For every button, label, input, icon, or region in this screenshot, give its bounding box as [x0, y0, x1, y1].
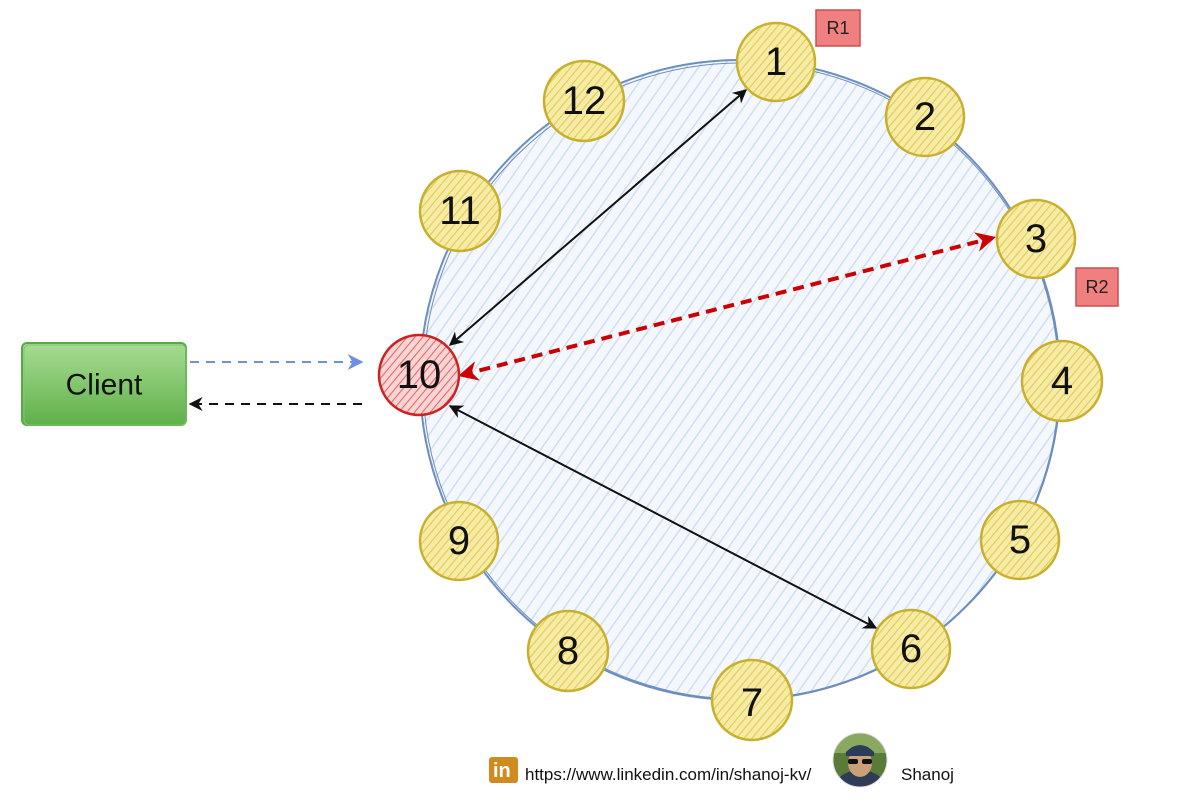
- avatar: [832, 732, 888, 788]
- replica-badge-r2: R2: [1075, 267, 1119, 307]
- footer: in https://www.linkedin.com/in/shanoj-kv…: [489, 732, 954, 788]
- linkedin-icon[interactable]: in: [489, 757, 518, 783]
- node-label: 10: [397, 353, 442, 397]
- node-label: 5: [1009, 518, 1031, 562]
- author-name: Shanoj: [901, 765, 954, 784]
- node-label: 4: [1051, 359, 1073, 403]
- ring-node-11[interactable]: 11: [418, 169, 502, 253]
- linkedin-badge-text: in: [493, 760, 511, 782]
- ring-node-8[interactable]: 8: [526, 609, 610, 693]
- node-label: 3: [1025, 217, 1047, 261]
- ring-node-6[interactable]: 6: [870, 608, 952, 690]
- node-label: 7: [741, 681, 763, 725]
- node-label: 12: [562, 79, 607, 123]
- node-label: 1: [765, 40, 787, 84]
- ring-node-10-coordinator[interactable]: 10: [377, 333, 461, 417]
- ring-node-3[interactable]: 3: [995, 198, 1077, 280]
- ring-node-9[interactable]: 9: [418, 500, 500, 582]
- replica-label: R1: [826, 18, 849, 38]
- replica-badge-r1: R1: [815, 9, 861, 47]
- ring-node-4[interactable]: 4: [1020, 339, 1104, 423]
- ring-node-7[interactable]: 7: [710, 658, 794, 742]
- node-label: 8: [557, 629, 579, 673]
- ring-node-2[interactable]: 2: [884, 76, 966, 158]
- node-label: 11: [439, 189, 481, 233]
- client-label: Client: [66, 369, 143, 402]
- node-label: 9: [448, 519, 470, 563]
- edge-10-to-6: [448, 405, 878, 629]
- ring-node-12[interactable]: 12: [542, 59, 626, 143]
- profile-url-link[interactable]: https://www.linkedin.com/in/shanoj-kv/: [525, 765, 812, 784]
- replica-label: R2: [1085, 277, 1108, 297]
- ring-node-5[interactable]: 5: [979, 499, 1061, 581]
- hash-ring: [419, 59, 1061, 701]
- ring-node-1[interactable]: 1: [735, 21, 817, 103]
- node-label: 6: [900, 627, 922, 671]
- client-box[interactable]: Client: [21, 342, 187, 426]
- edge-10-to-3: [458, 232, 996, 381]
- node-label: 2: [914, 95, 936, 139]
